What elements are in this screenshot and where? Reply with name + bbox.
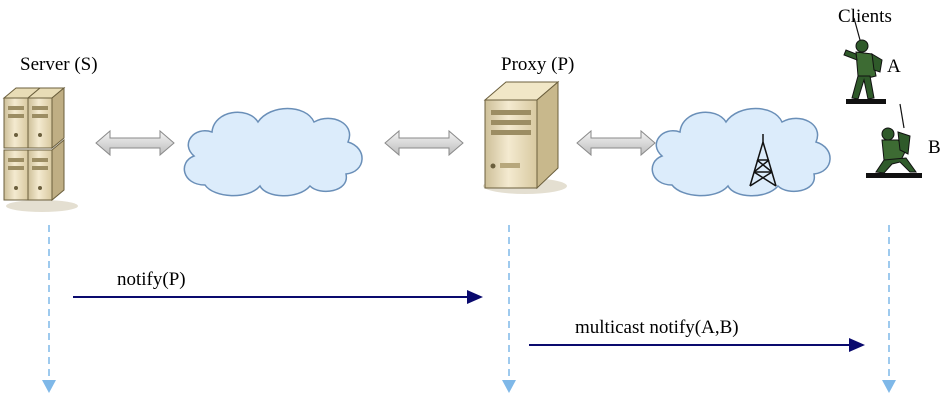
proxy-label: Proxy (P) (501, 54, 575, 75)
client-a-label: A (887, 56, 901, 77)
clients-label: Clients (838, 6, 892, 27)
multicast-notify-label: multicast notify(A,B) (575, 317, 739, 338)
proxy-lifeline (502, 225, 516, 393)
link-arrow-cloud-proxy (384, 129, 464, 157)
multicast-notify-arrow (529, 338, 865, 352)
clients-lifeline (882, 225, 896, 393)
client-b-label: B (928, 137, 941, 158)
link-arrow-server-cloud (95, 129, 175, 157)
internet-cloud-icon (183, 107, 363, 197)
client-a-soldier-icon (843, 17, 886, 104)
client-b-soldier-icon (866, 103, 922, 178)
wireless-cloud-icon (651, 107, 831, 197)
link-arrow-proxy-cloud (576, 129, 656, 157)
server-lifeline (42, 225, 56, 393)
notify-p-arrow (73, 290, 483, 304)
server-label: Server (S) (20, 54, 98, 75)
server-rack-icon (2, 86, 78, 212)
notify-p-label: notify(P) (117, 269, 186, 290)
antenna-tower-icon (749, 134, 777, 187)
proxy-server-icon (483, 80, 567, 194)
